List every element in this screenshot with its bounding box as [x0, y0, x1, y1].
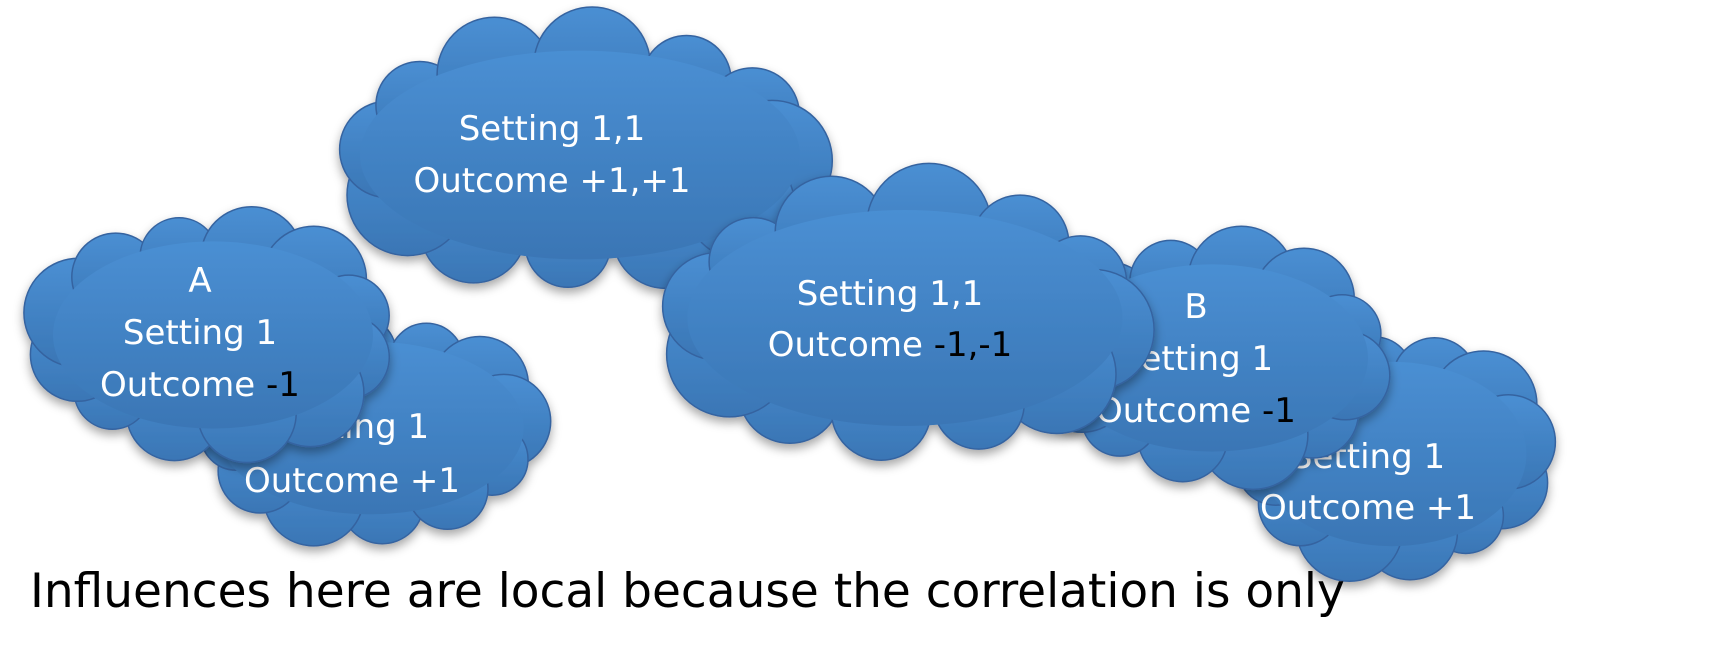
b-outcome-label: Outcome -1 [1096, 391, 1296, 431]
b-label: B [1184, 287, 1207, 327]
top-outcome-label: Outcome +1,+1 [413, 161, 690, 201]
a-outcome-label: Outcome -1 [100, 365, 300, 405]
b-outcome-prefix: Outcome [1096, 391, 1262, 431]
cloud-a: A Setting 1 Outcome -1 [23, 205, 391, 464]
center-right-setting-label: Setting 1,1 [797, 274, 984, 314]
center-right-outcome-value: -1,-1 [934, 325, 1013, 365]
a-label: A [188, 261, 211, 301]
center-right-outcome-prefix: Outcome [768, 325, 934, 365]
cloud-body [360, 50, 800, 260]
caption-text: Influences here are local because the co… [30, 564, 1345, 619]
cloud-center-right: Setting 1,1 Outcome -1,-1 [661, 162, 1155, 461]
top-setting-label: Setting 1,1 [459, 109, 646, 149]
a-outcome-prefix: Outcome [100, 365, 266, 405]
b-outcome-value: -1 [1262, 391, 1296, 431]
a-outcome-value: -1 [266, 365, 300, 405]
cloud-body [687, 210, 1123, 426]
center-right-outcome-label: Outcome -1,-1 [768, 325, 1013, 365]
a-setting-label: Setting 1 [123, 313, 277, 353]
cloud-body [53, 241, 373, 429]
far-right-outcome-label: Outcome +1 [1260, 488, 1476, 528]
left-back-outcome-label: Outcome +1 [244, 461, 460, 501]
